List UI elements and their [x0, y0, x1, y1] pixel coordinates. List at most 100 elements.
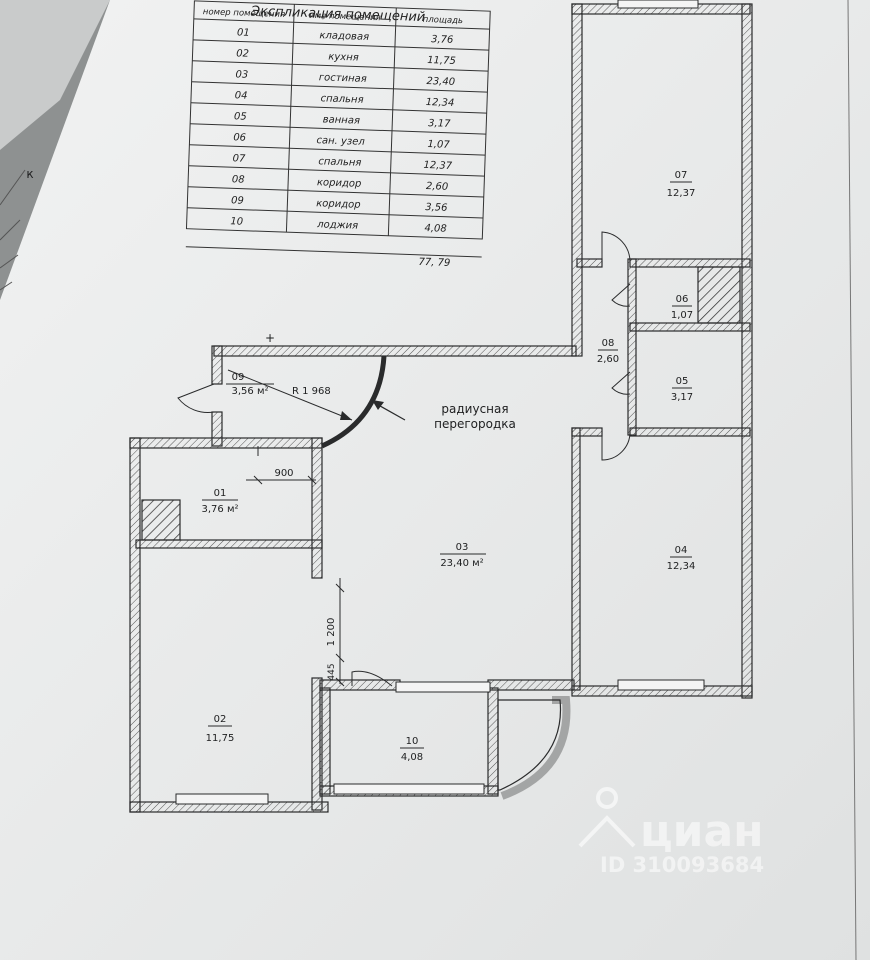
table-cell-area: 12,34 [426, 97, 455, 109]
room-01-number: 01 [214, 488, 227, 499]
window [617, 679, 705, 691]
room-02-number: 02 [214, 714, 227, 725]
dimension-tick [253, 475, 263, 485]
table-cell-number: 10 [230, 216, 243, 227]
duct-block [141, 499, 181, 541]
room-labels: 07 12,37 06 1,07 08 2,60 05 3,17 09 3,56… [26, 167, 695, 763]
room-09-area: 3,56 м² [232, 386, 269, 397]
wall [629, 322, 751, 332]
wall [211, 345, 223, 385]
table-cell-area: 23,40 [426, 76, 455, 88]
wall [571, 427, 581, 691]
door-swing [611, 371, 631, 395]
table-cell-name: кладовая [319, 30, 369, 43]
window [333, 783, 485, 795]
wall [311, 437, 323, 579]
wall [627, 258, 637, 436]
table-cell-name: ванная [323, 114, 361, 126]
dimension-tick [335, 653, 345, 663]
table-cell-area: 4,08 [424, 223, 447, 235]
table-cell-area: 11,75 [427, 55, 456, 67]
room-04-area: 12,34 [667, 561, 696, 572]
backing-sheet [0, 0, 110, 150]
dimension-1200: 1 200 [326, 618, 337, 647]
radius-label: R 1 968 [292, 386, 331, 397]
wall [487, 679, 575, 691]
table-header-area: площадь [423, 15, 464, 26]
room-06-area: 1,07 [671, 310, 693, 321]
table-header-num: номер помещения [203, 7, 286, 20]
table-cell-name: коридор [317, 177, 362, 190]
dimension-900: 900 [274, 468, 293, 479]
room-06-number: 06 [676, 294, 689, 305]
table-cell-area: 1,07 [427, 139, 450, 151]
table-row-line [188, 165, 485, 177]
room-07-area: 12,37 [667, 188, 696, 199]
table-cell-name: лоджия [316, 219, 358, 231]
room-08-number: 08 [602, 338, 615, 349]
edge-line [0, 219, 21, 241]
room-04-number: 04 [675, 545, 688, 556]
table-cell-name: спальня [318, 156, 361, 168]
wall [135, 539, 323, 549]
radius-line [227, 369, 353, 421]
table-cell-area: 12,37 [423, 160, 453, 172]
table-cell-area: 3,56 [425, 202, 448, 214]
table-cell-number: 06 [233, 132, 246, 143]
leader-arrow [372, 400, 384, 410]
room-03-area: 23,40 м² [440, 558, 483, 569]
table-cell-name: гостиная [319, 72, 367, 85]
room-10-area: 4,08 [401, 752, 423, 763]
table-row-line [192, 60, 489, 72]
sheet-frame-line [847, 0, 857, 960]
table-cell-number: 05 [234, 111, 247, 122]
wall [319, 687, 331, 795]
table-cell-number: 03 [235, 69, 248, 80]
window [175, 793, 269, 805]
windows [175, 0, 705, 805]
watermark: циан ID 310093684 [578, 787, 764, 877]
table-total-line [185, 246, 482, 258]
door-swing [611, 283, 631, 307]
wall [629, 258, 751, 268]
room-10-number: 10 [406, 736, 419, 747]
door-swing [351, 670, 393, 687]
window [395, 681, 491, 693]
watermark-id: ID 310093684 [600, 853, 764, 877]
table-cell-name: коридор [316, 198, 361, 211]
table-cell-number: 07 [232, 153, 246, 164]
room-08-area: 2,60 [597, 354, 619, 365]
wall [629, 427, 751, 437]
table-cell-number: 02 [236, 48, 249, 59]
table-cell-number: 04 [235, 90, 248, 101]
wall [213, 345, 577, 357]
table-cell-number: 09 [231, 195, 244, 206]
room-05-area: 3,17 [671, 392, 693, 403]
edge-line [0, 254, 19, 269]
room-05-number: 05 [676, 376, 689, 387]
table-cell-area: 3,76 [431, 34, 454, 46]
dimension-tick [335, 677, 345, 687]
table-border [185, 0, 491, 240]
radius-partition [320, 355, 387, 449]
table-cell-area: 2,60 [426, 181, 449, 193]
table-row-line [187, 186, 484, 198]
dimensions [246, 475, 345, 687]
wall [129, 437, 323, 449]
wall [487, 687, 499, 795]
plus-mark: + [265, 331, 275, 345]
dimension-tick [307, 475, 317, 485]
watermark-brand: циан [640, 806, 764, 857]
wall [571, 427, 603, 437]
partition-label-1: радиусная [441, 402, 508, 416]
edge-line [0, 169, 26, 206]
table-row-line [187, 207, 484, 219]
loggia-bay [497, 699, 562, 791]
door-swing [601, 231, 631, 263]
table-row-line [189, 144, 486, 156]
table-total: 77, 79 [418, 257, 450, 269]
wall [571, 3, 583, 357]
